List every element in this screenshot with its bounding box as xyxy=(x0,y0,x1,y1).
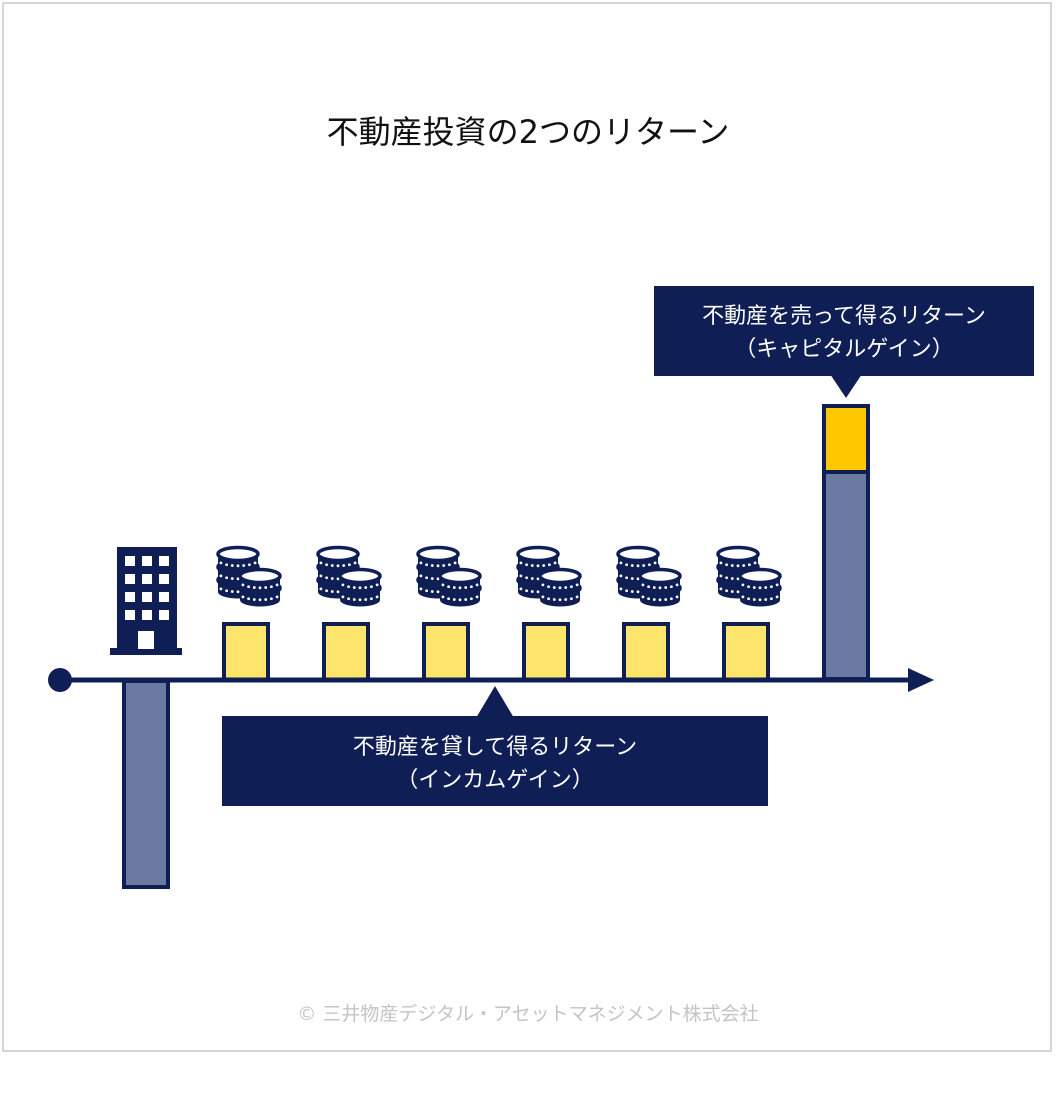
diagram-frame xyxy=(2,2,1052,1052)
capital-gain-callout: 不動産を売って得るリターン （キャピタルゲイン） xyxy=(654,286,1034,398)
capital-gain-bar xyxy=(822,404,870,474)
income-gain-bar xyxy=(422,622,470,682)
income-gain-label-line1: 不動産を貸して得るリターン xyxy=(353,735,637,760)
income-gain-label-line2: （インカムゲイン） xyxy=(396,768,594,793)
sale-principal-bar xyxy=(822,470,870,681)
coin-stack-icon xyxy=(316,545,382,607)
building-icon xyxy=(110,547,182,655)
income-gain-bar xyxy=(722,622,770,682)
coin-stack-icon xyxy=(416,545,482,607)
page-title: 不動産投資の2つのリターン xyxy=(327,113,730,151)
income-gain-bar xyxy=(322,622,370,682)
income-gain-bar xyxy=(522,622,570,682)
capital-gain-label-line1: 不動産を売って得るリターン xyxy=(702,304,986,329)
coin-stack-icon xyxy=(616,545,682,607)
capital-gain-label-line2: （キャピタルゲイン） xyxy=(734,337,954,362)
axis-start-dot xyxy=(48,668,72,692)
copyright-notice: © 三井物産デジタル・アセットマネジメント株式会社 xyxy=(297,1003,758,1025)
coin-stack-icon xyxy=(216,545,282,607)
income-gain-bar xyxy=(222,622,270,682)
income-gain-callout: 不動産を貸して得るリターン （インカムゲイン） xyxy=(222,686,768,806)
sale-bar xyxy=(822,404,870,681)
coin-stack-icon xyxy=(516,545,582,607)
initial-investment-bar xyxy=(122,679,170,889)
coin-icons xyxy=(216,545,782,607)
income-gain-bars xyxy=(222,622,770,682)
coin-stack-icon xyxy=(716,545,782,607)
time-axis xyxy=(48,668,934,692)
income-gain-bar xyxy=(622,622,670,682)
axis-arrow-head xyxy=(908,668,934,692)
